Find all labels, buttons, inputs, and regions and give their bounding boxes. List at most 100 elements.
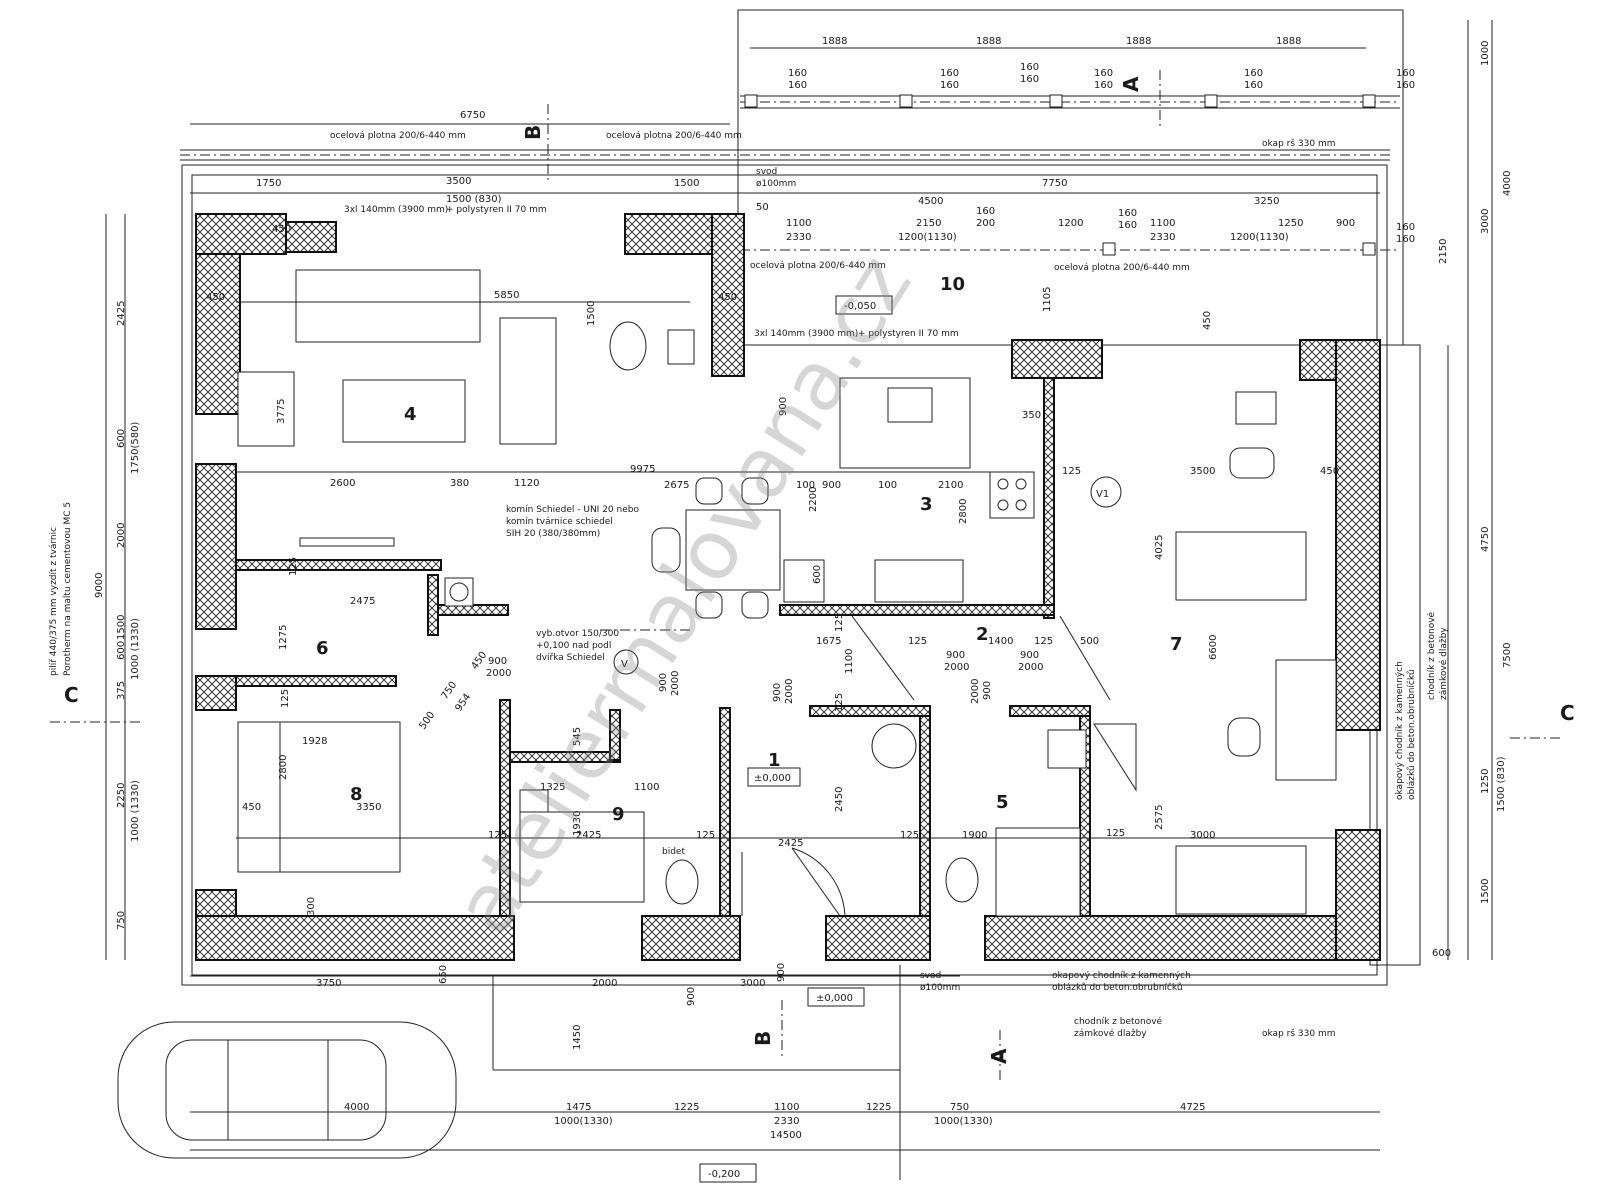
dim-label: 750: [439, 680, 459, 702]
desk-lamp: [1235, 391, 1277, 425]
dim-label: 100: [796, 480, 815, 491]
bidet-label: bidet: [662, 847, 685, 857]
dim-label: 125: [1062, 466, 1081, 477]
terrace-beams: [180, 94, 1400, 256]
pebble-path-note-side-2: oblázků do beton.obrubníčků: [1406, 669, 1417, 800]
dim-label: 5850: [494, 290, 519, 301]
dim-label: 160: [1094, 68, 1113, 79]
dim-label: 160: [940, 68, 959, 79]
dim-label: 2800: [958, 499, 969, 524]
dim-label: 900: [1336, 218, 1355, 229]
dim-label: 500: [1080, 636, 1099, 647]
dim-label: 2330: [774, 1116, 799, 1127]
dim-label: 2425: [576, 830, 601, 841]
dim-label: 160: [1244, 68, 1263, 79]
dim-label: 160: [1118, 208, 1137, 219]
dim-label: 4000: [1502, 171, 1513, 196]
dim-label: 1120: [514, 478, 539, 489]
dim-label: 2000: [944, 662, 969, 673]
door-swings: [741, 615, 1137, 917]
dim-label: 900: [946, 650, 965, 661]
dim-label: 900: [488, 656, 507, 667]
dim-label: 500: [417, 710, 437, 732]
shower: [995, 827, 1081, 917]
chair: [695, 591, 723, 619]
dim-label: 160: [1020, 62, 1039, 73]
fridge: [783, 559, 825, 603]
room-2-number: 2: [976, 624, 989, 645]
room-4-number: 4: [404, 404, 417, 425]
room-7-number: 7: [1170, 634, 1183, 655]
washbasin: [519, 789, 549, 813]
steel-plate-note-4: ocelová plotna 200/6-440 mm: [1054, 263, 1190, 273]
dim-label: 3775: [276, 399, 287, 424]
dim-label: 2330: [1150, 232, 1175, 243]
dim-label: 125: [900, 830, 919, 841]
marks: V1 V bidet: [613, 476, 1122, 857]
dim-label: 2425: [116, 301, 127, 326]
bidet-icon: [665, 859, 699, 905]
desk: [1275, 659, 1337, 781]
pillar-note-2: Porotherm na maltu cementovou MC 5: [63, 502, 73, 676]
dim-label: 1888: [976, 36, 1001, 47]
dim-label: 450: [718, 292, 737, 303]
dimension-lines: [105, 20, 1493, 1151]
room-5-number: 5: [996, 792, 1009, 813]
dim-label: 160: [1396, 80, 1415, 91]
dim-label: 3000: [1190, 830, 1215, 841]
terrace-post: [1362, 94, 1376, 108]
lintel-note-1: 3xl 140mm (3900 mm): [344, 205, 448, 215]
furniture: [237, 269, 1337, 917]
dim-label: 1000: [1480, 41, 1491, 66]
dim-label: 1100: [844, 649, 855, 674]
armchair: [237, 371, 295, 447]
dim-label: 125: [696, 830, 715, 841]
dim-label: 4000: [344, 1102, 369, 1113]
dishwasher: [874, 559, 964, 603]
dim-label: 1105: [1042, 287, 1053, 312]
dim-label: 1000 (1330): [130, 780, 141, 842]
polystyrene-note-1: + polystyren II 70 mm: [446, 205, 547, 215]
dim-label: 3000: [740, 978, 765, 989]
dim-label: 2100: [938, 480, 963, 491]
section-b-bottom: B: [751, 1031, 775, 1046]
dim-label: 900: [772, 683, 783, 702]
pebble-path-note-1: okapový chodník z kamenných: [1052, 971, 1191, 981]
terrace-post: [1049, 94, 1063, 108]
tv-unit: [299, 537, 395, 547]
dim-label: 2000: [116, 523, 127, 548]
paving-note-side-1: chodník z betonové: [1426, 611, 1437, 700]
dim-label: 2000: [486, 668, 511, 679]
pebble-path-note-2: oblázků do beton.obrubníčků: [1052, 982, 1183, 993]
downpipe-dia-bottom: ø100mm: [920, 983, 960, 993]
dim-label: 1275: [278, 625, 289, 650]
cooktop-icon: [989, 471, 1035, 519]
dim-label: 1475: [566, 1102, 591, 1113]
chair: [651, 527, 681, 573]
room-numbers: 4 3 10 6 2 7 1 8 9 5: [316, 274, 1183, 825]
dim-label: 1100: [634, 782, 659, 793]
bed: [1175, 531, 1307, 601]
vent-note-2: +0,100 nad podl: [536, 641, 611, 651]
dim-label: 160: [1396, 68, 1415, 79]
dim-label: 1900: [962, 830, 987, 841]
vent-v-mark: V: [621, 659, 628, 670]
pillar-note-1: pilíř 440/375 mm vyzdít z tvárnic: [49, 527, 59, 676]
dim-label: 125: [488, 830, 507, 841]
dim-label: 160: [1094, 80, 1113, 91]
dim-label: 2575: [1154, 805, 1165, 830]
dim-label: 1100: [786, 218, 811, 229]
dim-label: 125: [908, 636, 927, 647]
dim-label: 160: [976, 206, 995, 217]
dim-label: 1100: [774, 1102, 799, 1113]
outside-level: -0,200: [708, 1169, 740, 1180]
room-3-number: 3: [920, 494, 933, 515]
dim-label: 2000: [670, 671, 681, 696]
pebble-path-note-side-1: okapový chodník z kamenných: [1395, 661, 1405, 800]
room-8-number: 8: [350, 784, 363, 805]
eaves-note-top: okap rš 330 mm: [1262, 138, 1335, 149]
level-marks: -0,050 ±0,000 ±0,000 -0,200: [699, 295, 893, 1183]
section-a-bottom: A: [987, 1048, 1011, 1064]
dim-label: 3250: [1254, 196, 1279, 207]
toilet: [609, 321, 647, 371]
